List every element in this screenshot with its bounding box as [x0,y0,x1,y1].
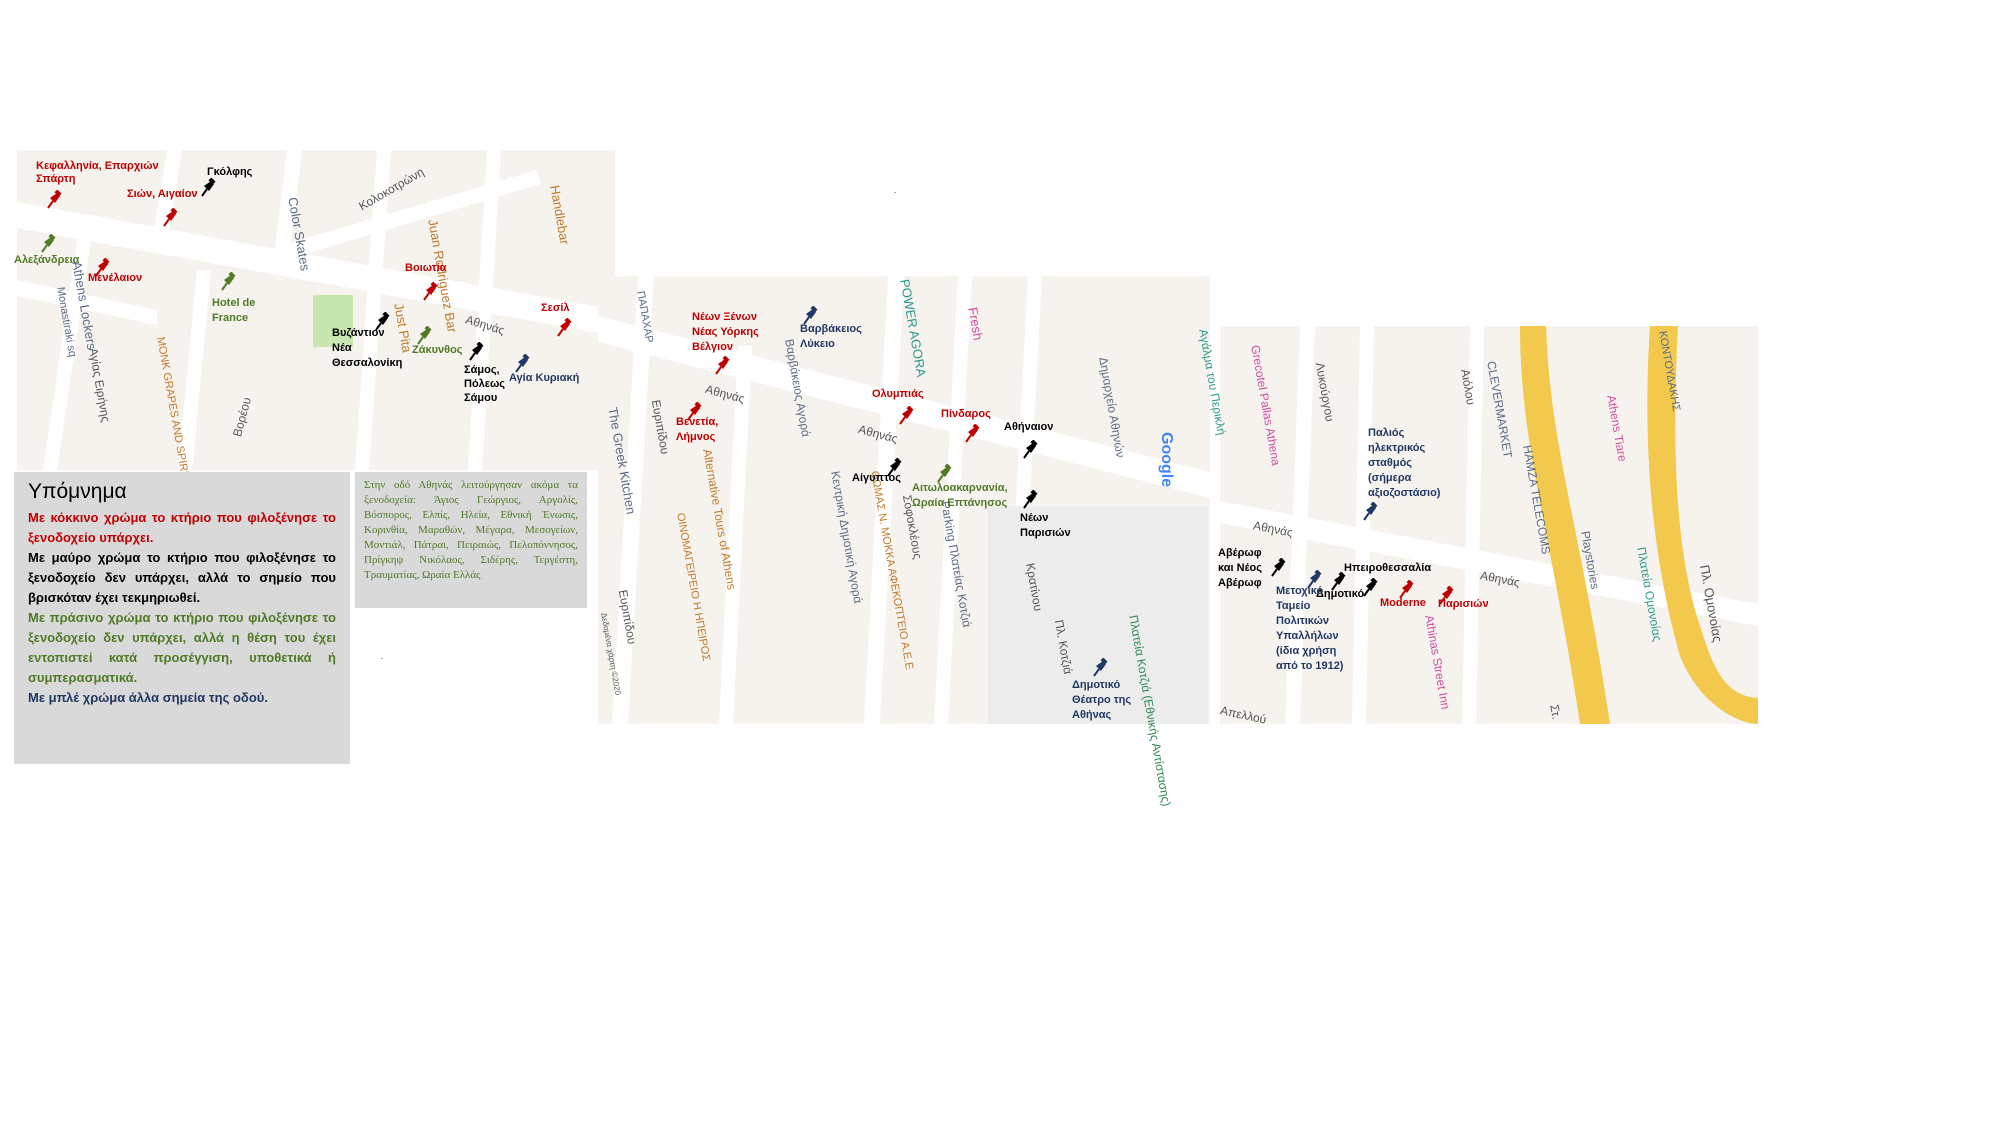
pushpin-red-7-icon [962,423,980,444]
map-tile-3[interactable] [1220,326,1758,724]
label-olympias: Ολυμπιάς [872,388,924,400]
label-sesil: Σεσίλ [541,302,570,314]
pushpin-blue-2-icon [1090,657,1108,678]
pushpin-black-0-icon [198,177,216,198]
legend-blue-text: Με μπλέ χρώμα άλλα σημεία της οδού. [28,690,268,705]
pushpin-green-0-icon [38,233,56,254]
pushpin-blue-4-icon [1360,501,1378,522]
pushpin-red-1-icon [160,207,178,228]
label-varvakeios-lykeio: Βαρβάκειος Λύκειο [800,323,862,350]
legend-black-text: Με μαύρο χρώμα το κτήριο που φιλοξένησε … [28,550,336,605]
stray-dot-1: . [894,186,897,195]
label-neon-parision: Νέων Παρισιών [1020,512,1071,539]
pushpin-red-8-icon [684,401,702,422]
pushpin-green-1-icon [218,271,236,292]
pushpin-black-8-icon [1360,577,1378,598]
label-aigyptos: Αίγυπτος [852,472,901,484]
label-pindaros: Πίνδαρος [941,408,991,420]
street-label-st: Στ. [1547,703,1564,721]
label-hotel-de-france: Hotel de France [212,297,256,324]
label-zakynthos: Ζάκυνθος [412,344,463,356]
pushpin-red-9-icon [1396,579,1414,600]
map-tile-2[interactable] [598,276,1210,724]
pushpin-red-0-icon [44,189,62,210]
label-vyzantion: Βυζάντιον Νέα Θεσσαλονίκη [332,327,403,369]
label-agia-kyriaki: Αγία Κυριακή [509,372,580,384]
label-samos: Σάμος, Πόλεως Σάμου [464,364,506,404]
pushpin-blue-1-icon [800,305,818,326]
label-moderne: Moderne [1380,597,1426,609]
label-averof: Αβέρωφ και Νέος Αβέρωφ [1218,547,1262,589]
other-hotels-note: Στην οδό Αθηνάς λειτούργησαν ακόμα τα ξε… [355,472,587,608]
pushpin-green-3-icon [934,463,952,484]
legend-red-text: Με κόκκινο χρώμα το κτήριο που φιλοξένησ… [28,510,336,545]
label-neon-xenon: Νέων Ξένων Νέας Υόρκης Βέλγιον [692,311,759,353]
pushpin-blue-0-icon [512,353,530,374]
label-parision: Παρισιών [1438,598,1489,610]
label-palios-ilektrikos: Παλιός ηλεκτρικός σταθμός (σήμερα αξιοζο… [1368,427,1441,499]
legend-box: Υπόμνημα Με κόκκινο χρώμα το κτήριο που … [14,472,350,764]
label-alexandreia: Αλεξάνδρεια [14,254,80,266]
pushpin-green-2-icon [414,325,432,346]
pushpin-red-3-icon [420,281,438,302]
legend-green-text: Με πράσινο χρώμα το κτήριο που φιλοξένησ… [28,610,336,685]
label-golfis: Γκόλφης [207,166,253,178]
label-dimotiko-theatro: Δημοτικό Θέατρο της Αθήνας [1072,679,1132,721]
label-ipeirothessalia: Ηπειροθεσσαλία [1344,562,1432,574]
pushpin-red-10-icon [1436,585,1454,606]
label-venetia: Βενετία, Λήμνος [676,416,719,443]
pushpin-black-3-icon [1020,439,1038,460]
label-metochiko-tameio: Μετοχικό Ταμείο Πολιτικών Υπαλλήλων (ίδι… [1276,585,1344,672]
label-dimotiko: Δημοτικό [1316,588,1365,600]
label-menelaion: Μενέλαιον [88,272,143,284]
label-sion: Σιών, Αιγαίον [127,188,198,200]
poi-google-logo: Google [1158,432,1175,488]
label-voiotia: Βοιωτία [405,262,447,274]
stray-dot-2: . [381,652,384,661]
pushpin-black-4-icon [884,457,902,478]
map-tile-3-roads [1220,326,1758,724]
pushpin-red-4-icon [554,317,572,338]
pushpin-red-2-icon [92,257,110,278]
pushpin-red-6-icon [896,405,914,426]
pushpin-black-5-icon [1020,489,1038,510]
map-tile-1-roads [17,150,615,470]
pushpin-black-7-icon [1328,571,1346,592]
pushpin-black-2-icon [466,341,484,362]
pushpin-black-6-icon [1268,557,1286,578]
label-kefallinia: Κεφαλληνία, Επαρχιών Σπάρτη [36,160,159,185]
label-aitoloakarnania: Αιτωλοακαρνανία, Ωραία Επτάνησος [912,482,1008,509]
map-tile-2-roads [598,276,1210,724]
legend-title: Υπόμνημα [28,480,127,503]
pushpin-red-5-icon [712,355,730,376]
label-athinaion: Αθήναιον [1004,421,1054,433]
map-tile-1[interactable] [17,150,615,470]
pushpin-black-1-icon [372,311,390,332]
pushpin-blue-3-icon [1304,569,1322,590]
